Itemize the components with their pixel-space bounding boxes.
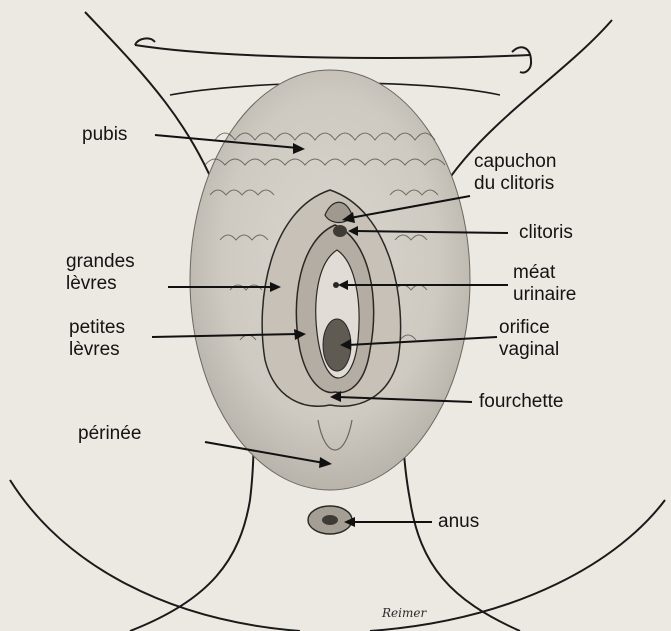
right-hip-notch: [512, 47, 531, 72]
label-anus: anus: [438, 511, 479, 533]
label-meat-urinaire: méat urinaire: [513, 262, 576, 306]
label-fourchette-line-1: fourchette: [479, 391, 564, 413]
label-capuchon-du-clitoris: capuchon du clitoris: [474, 151, 556, 195]
label-orifice-line-2: vaginal: [499, 339, 559, 361]
label-petites-levres-line-2: lèvres: [69, 339, 125, 361]
left-hip-notch: [135, 38, 155, 45]
label-capuchon-line-2: du clitoris: [474, 173, 556, 195]
label-perinee: périnée: [78, 423, 141, 445]
label-petites-levres: petites lèvres: [69, 317, 125, 361]
label-capuchon-line-1: capuchon: [474, 151, 556, 173]
label-fourchette: fourchette: [479, 391, 564, 413]
label-pubis: pubis: [82, 124, 127, 146]
label-clitoris: clitoris: [519, 222, 573, 244]
left-thigh-lower: [10, 480, 300, 631]
label-anus-line-1: anus: [438, 511, 479, 533]
label-pubis-line-1: pubis: [82, 124, 127, 146]
label-grandes-levres: grandes lèvres: [66, 251, 135, 295]
label-meat-line-2: urinaire: [513, 284, 576, 306]
label-meat-line-1: méat: [513, 262, 576, 284]
label-petites-levres-line-1: petites: [69, 317, 125, 339]
abdomen-curve: [135, 45, 530, 58]
label-grandes-levres-line-2: lèvres: [66, 273, 135, 295]
anus-center: [322, 515, 338, 525]
label-clitoris-line-1: clitoris: [519, 222, 573, 244]
label-perinee-line-1: périnée: [78, 423, 141, 445]
clitoris-shape: [333, 225, 347, 237]
label-grandes-levres-line-1: grandes: [66, 251, 135, 273]
label-orifice-vaginal: orifice vaginal: [499, 317, 559, 361]
label-orifice-line-1: orifice: [499, 317, 559, 339]
artist-signature: Reimer: [382, 606, 426, 620]
